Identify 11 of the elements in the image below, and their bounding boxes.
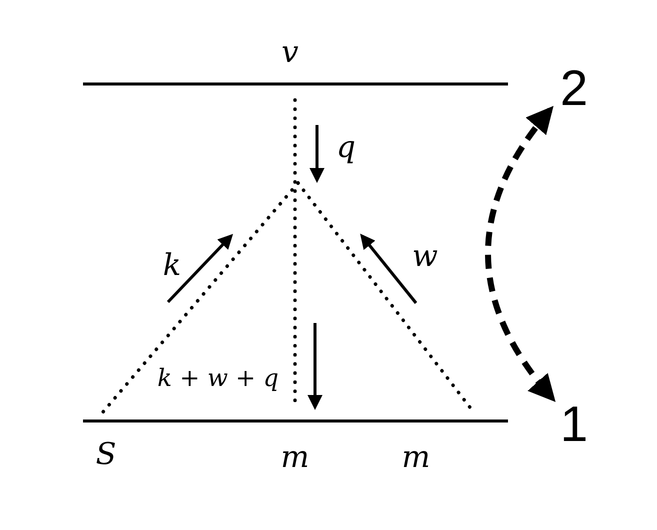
math-label: q [336,133,356,163]
math-label: k [162,251,182,281]
level-number: 2 [550,62,598,114]
math-label: v [282,38,298,68]
math-label: m [280,443,310,473]
math-label: k + w + q [157,366,279,390]
double-arrow [485,106,556,402]
math-label: w [412,242,438,272]
level-number: 1 [550,398,598,450]
math-label: S [96,440,116,470]
math-label: m [402,443,430,473]
